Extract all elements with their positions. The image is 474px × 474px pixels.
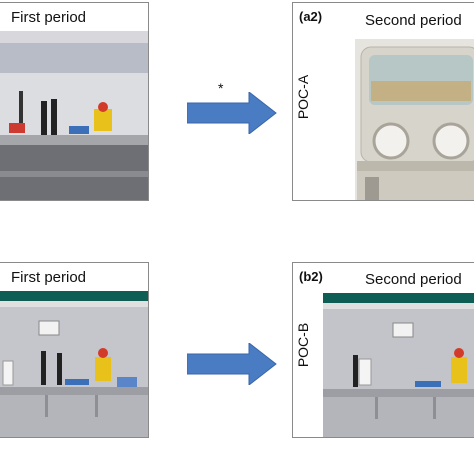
panel-a2-title: Second period (365, 12, 462, 29)
panel-a1: First period (0, 2, 149, 201)
panel-a1-photo (0, 31, 148, 200)
panel-b2-tag: (b2) (299, 269, 323, 284)
panel-b2-side-label: POC-B (295, 322, 312, 368)
panel-b2-photo (323, 293, 474, 437)
panel-a2: (a2) Second period POC-A (292, 2, 474, 201)
panel-a2-side-label: POC-A (295, 74, 312, 120)
panel-b2-title: Second period (365, 271, 462, 288)
significance-mark: * (218, 80, 224, 96)
panel-b1-photo (0, 291, 148, 437)
panel-a1-title: First period (11, 9, 87, 26)
arrow-right-icon (187, 92, 277, 134)
panel-b1: First period (0, 262, 149, 438)
panel-b2: (b2) Second period POC-B (292, 262, 474, 438)
panel-a2-photo (355, 39, 474, 200)
panel-b1-title: First period (11, 269, 87, 286)
panel-a2-tag: (a2) (299, 9, 323, 24)
arrow-right-icon (187, 343, 277, 385)
